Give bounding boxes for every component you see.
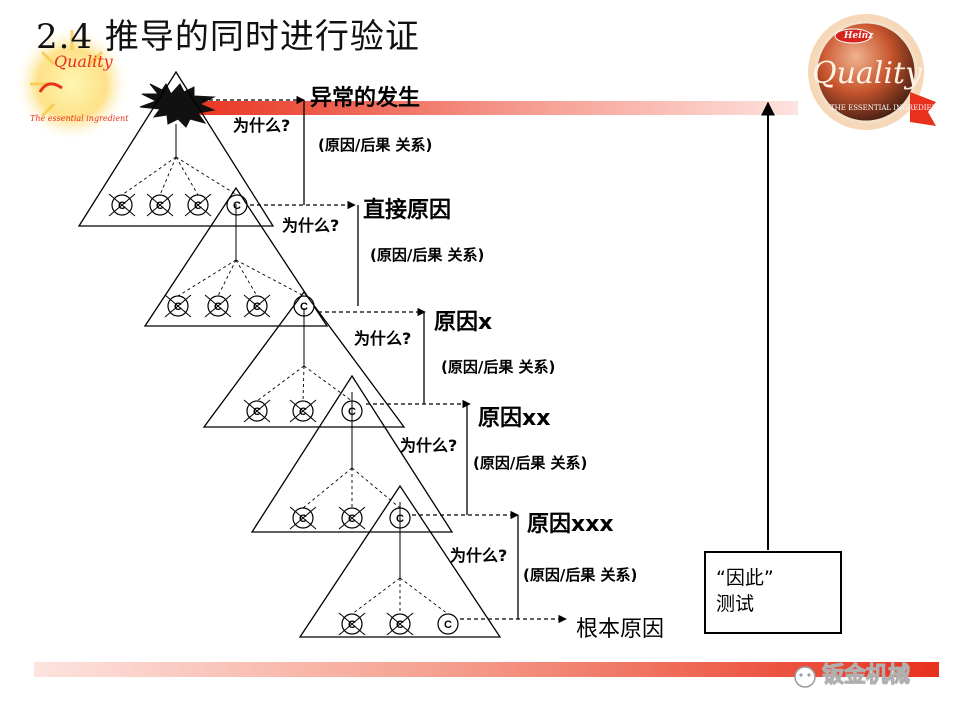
triangle-outline <box>77 70 275 227</box>
connector-lines <box>250 100 567 624</box>
level-label-5: 根本原因 <box>576 617 665 642</box>
cause-symbol: C <box>299 406 307 418</box>
relation-label-0: (原因/后果 关系) <box>318 136 433 154</box>
cause-link <box>121 156 177 196</box>
crossed-cause-icon: C <box>243 294 271 318</box>
logo-left-tagline: The essential ingredient <box>30 114 129 123</box>
cause-symbol: C <box>299 513 307 525</box>
wechat-icon <box>794 666 816 688</box>
relation-label-2: (原因/后果 关系) <box>441 358 556 376</box>
triangle-outline <box>202 290 406 428</box>
cause-link <box>399 577 449 615</box>
crossed-cause-icon: C <box>243 399 271 423</box>
cause-symbol: C <box>194 200 202 212</box>
anomaly-burst-icon <box>139 83 216 128</box>
crossed-cause-icon: C <box>386 612 414 636</box>
cause-symbol: C <box>396 619 404 631</box>
crossed-cause-icon: C <box>338 612 366 636</box>
cause-triangle-4: C C C <box>298 484 502 638</box>
level-label-4: 原因xxx <box>527 512 614 537</box>
triangle-outline <box>298 484 502 638</box>
level-label-3: 原因xx <box>478 406 551 431</box>
triangle-stack: CCCCCCCCCCCCCCCCC <box>77 70 502 638</box>
why-question-4: 为什么? <box>450 546 508 565</box>
cause-link <box>175 156 199 196</box>
triangle-outline <box>143 186 329 327</box>
top-accent-bar <box>180 101 798 115</box>
level-label-0: 异常的发生 <box>310 86 421 111</box>
cause-symbol: C <box>253 406 261 418</box>
cause-link <box>351 577 401 615</box>
logo-right-badge-icon <box>808 14 936 130</box>
logo-left-sun-icon <box>14 26 130 142</box>
cause-symbol: C <box>348 513 356 525</box>
watermark-text: 钣金机械 <box>821 663 911 688</box>
crossed-cause-icon: C <box>204 294 232 318</box>
why-question-3: 为什么? <box>400 436 458 455</box>
crossed-cause-icon: C <box>164 294 192 318</box>
cause-symbol: C <box>348 619 356 631</box>
cause-circle-icon: C <box>437 613 459 635</box>
cause-link <box>303 365 353 402</box>
crossed-cause-icon: C <box>289 399 317 423</box>
why-question-2: 为什么? <box>354 329 412 348</box>
cause-triangle-2: C C C <box>202 290 406 428</box>
why-question-1: 为什么? <box>282 216 340 235</box>
triangle-outline <box>250 374 454 533</box>
cause-triangle-3: C C C <box>250 374 454 533</box>
relation-label-1: (原因/后果 关系) <box>370 246 485 264</box>
cause-symbol: C <box>233 200 241 212</box>
cause-symbol: C <box>214 301 222 313</box>
crossed-cause-icon: C <box>108 193 136 217</box>
relation-label-3: (原因/后果 关系) <box>473 454 588 472</box>
crossed-cause-icon: C <box>146 193 174 217</box>
logo-right-brand: Quality <box>812 56 922 91</box>
test-box-line2: 测试 <box>716 593 755 615</box>
crossed-cause-icon: C <box>184 193 212 217</box>
cause-link <box>217 259 237 297</box>
crossed-cause-icon: C <box>338 506 366 530</box>
cause-link <box>235 259 258 297</box>
why-question-0: 为什么? <box>233 116 291 135</box>
cause-link <box>159 156 177 196</box>
cause-symbol: C <box>118 200 126 212</box>
cause-link <box>302 467 353 509</box>
test-box: “因此” 测试 <box>704 551 842 634</box>
logo-right-tagline: THE ESSENTIAL INGREDIENT <box>830 104 943 112</box>
cause-link <box>351 467 401 509</box>
cause-symbol: C <box>444 619 452 631</box>
relation-label-4: (原因/后果 关系) <box>523 566 638 584</box>
cause-link <box>256 365 305 402</box>
cause-triangle-1: C C C C <box>143 186 329 327</box>
bottom-accent-bar <box>34 662 939 677</box>
cause-symbol: C <box>253 301 261 313</box>
logo-right-maker: Heinz <box>844 31 874 41</box>
test-box-line1: “因此” <box>716 567 774 589</box>
crossed-cause-icon: C <box>289 506 317 530</box>
page-title: 2.4 推导的同时进行验证 <box>36 17 420 57</box>
cause-symbol: C <box>156 200 164 212</box>
logo-left-brand: Quality <box>54 52 113 71</box>
cause-symbol: C <box>300 301 308 313</box>
cause-link <box>177 259 237 297</box>
level-label-1: 直接原因 <box>363 198 452 223</box>
cause-link <box>235 259 305 297</box>
level-label-2: 原因x <box>434 310 493 335</box>
cause-symbol: C <box>174 301 182 313</box>
